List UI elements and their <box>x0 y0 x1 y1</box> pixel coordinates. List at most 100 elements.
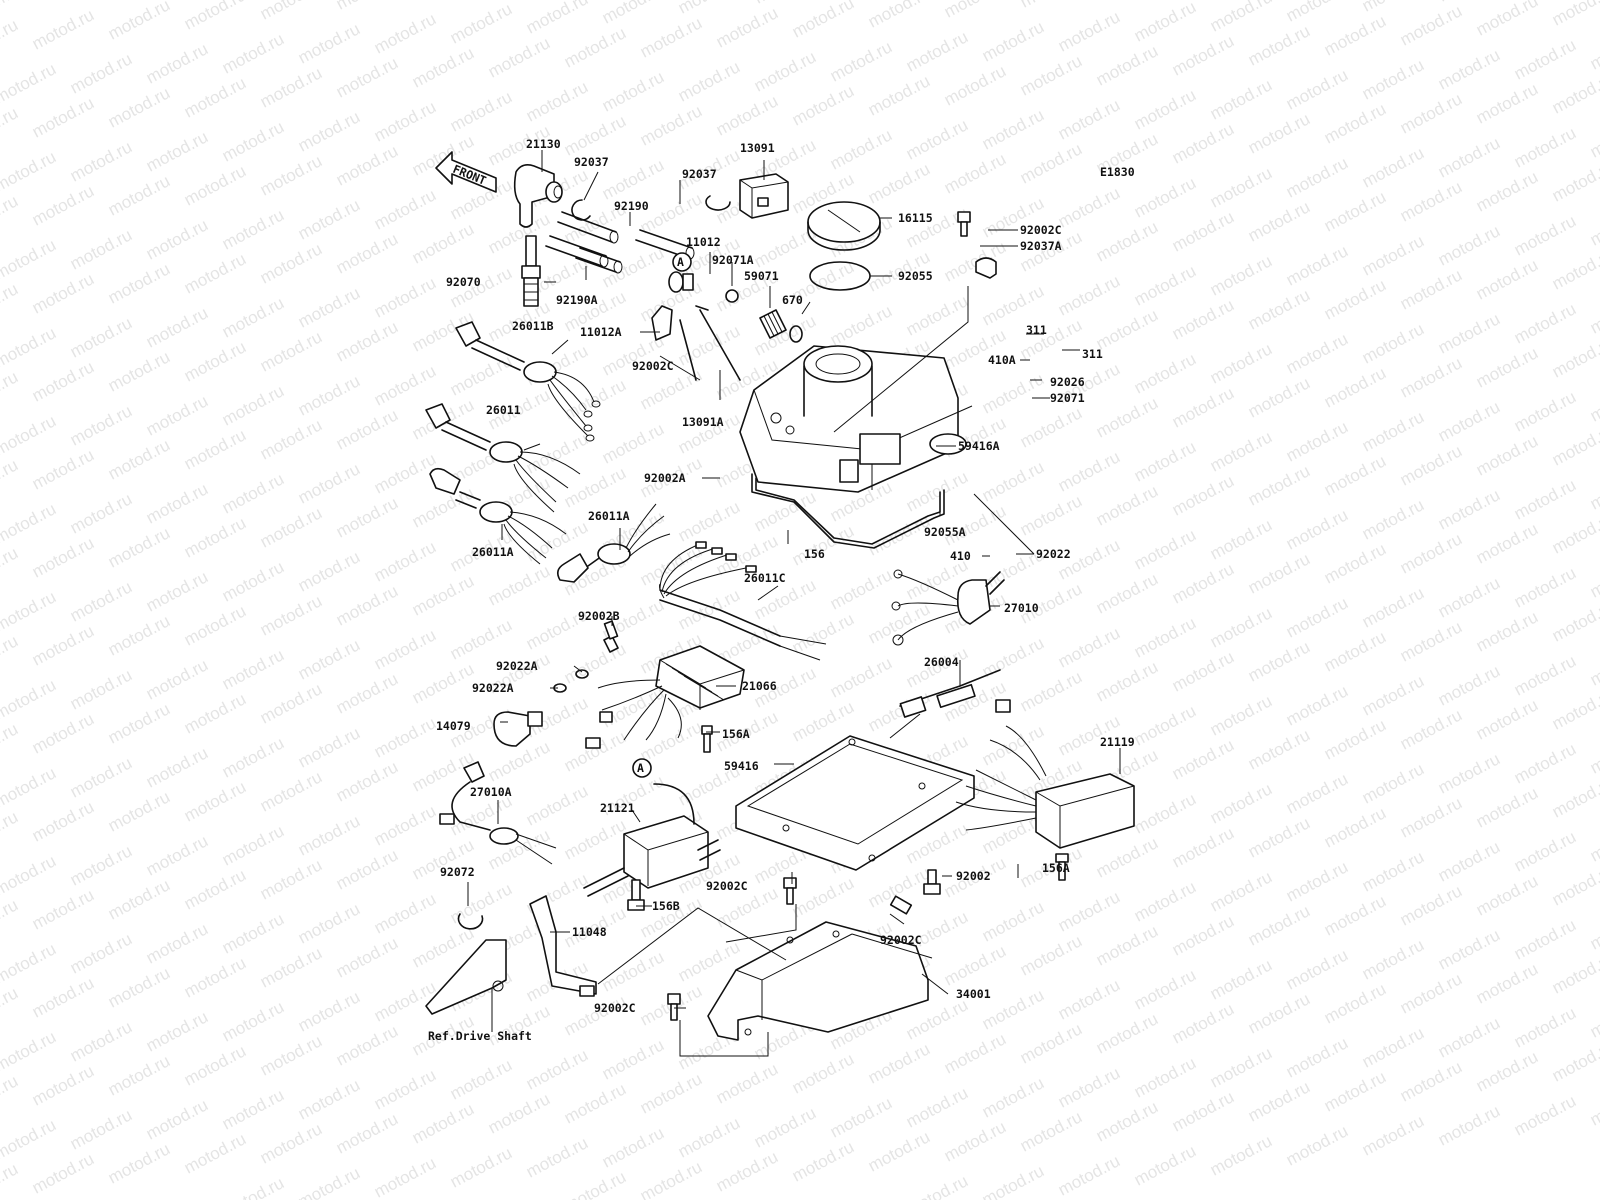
part-label: 670 <box>782 293 803 307</box>
part-label: 92022 <box>1036 547 1071 561</box>
part-label: 11048 <box>572 925 607 939</box>
part-label: 156 <box>804 547 825 561</box>
bolt-156a-right-icon <box>1055 853 1069 881</box>
tube-icon <box>545 211 695 274</box>
grommet-icon <box>668 271 739 303</box>
part-label: 13091A <box>682 415 724 429</box>
bolt-156a-icon <box>701 725 713 753</box>
part-label: 26004 <box>924 655 959 669</box>
part-label: 311 <box>1082 347 1103 361</box>
bolt-92002-icon <box>923 869 941 895</box>
part-label: 156A <box>1042 861 1070 875</box>
part-label: 16115 <box>898 211 933 225</box>
retaining-ring-icon <box>571 199 591 221</box>
part-labels: 21130 92037 92037 13091 92190 11012 1611… <box>428 137 1135 1043</box>
drive-shaft-bracket-icon <box>425 939 507 1015</box>
ref-drive-shaft-label: Ref.Drive Shaft <box>428 1029 532 1043</box>
part-label: 92002C <box>632 359 674 373</box>
filler-cap-icon <box>807 201 881 251</box>
part-label: 92022A <box>496 659 538 673</box>
part-label: 59416A <box>958 439 1000 453</box>
regulator-21066-icon <box>585 645 745 749</box>
part-label: 13091 <box>740 141 775 155</box>
sender-27010-icon <box>891 569 1005 646</box>
part-label: 410A <box>988 353 1016 367</box>
clip-icon <box>705 195 731 211</box>
bolt-92002c-lower-icon <box>667 877 913 1021</box>
part-label: 14079 <box>436 719 471 733</box>
part-label: 26011 <box>486 403 521 417</box>
part-label: 92022A <box>472 681 514 695</box>
part-label: 26011C <box>744 571 786 585</box>
part-label: 92071 <box>1050 391 1085 405</box>
front-label: FRONT <box>451 162 488 188</box>
front-arrow-icon: FRONT <box>435 151 497 193</box>
fitting-icon <box>759 309 803 343</box>
bolt-156b-icon <box>627 879 645 911</box>
callout-a-top: A <box>672 252 692 272</box>
part-label: 27010 <box>1004 601 1039 615</box>
electrical-case-icon <box>739 345 973 493</box>
ecu-21119-icon <box>955 699 1135 849</box>
part-label: 21119 <box>1100 735 1135 749</box>
leader-lines <box>467 150 1121 1057</box>
callout-a-bottom: A <box>632 758 652 778</box>
gasket-59416-icon <box>735 735 975 871</box>
o-ring-icon <box>809 261 871 291</box>
part-label: 92190A <box>556 293 598 307</box>
sensor-26011a-icon <box>429 467 567 565</box>
svg-text:A: A <box>677 255 684 269</box>
bracket-34001-icon <box>707 921 933 1041</box>
part-label: 92002C <box>1020 223 1062 237</box>
part-label: 92070 <box>446 275 481 289</box>
part-label: 92037 <box>574 155 609 169</box>
sensor-26011b-icon <box>455 321 601 442</box>
ignition-coil-cap-icon <box>513 164 563 228</box>
part-label: 92071A <box>712 253 754 267</box>
switch-14079-icon <box>493 711 543 747</box>
svg-text:A: A <box>637 761 644 775</box>
part-label: 92002A <box>644 471 686 485</box>
part-label: 92055 <box>898 269 933 283</box>
harness-26011c-icon <box>659 541 827 661</box>
part-label: 92002C <box>880 933 922 947</box>
part-label: 156A <box>722 727 750 741</box>
part-label: 92037A <box>1020 239 1062 253</box>
part-label: 11012 <box>686 235 721 249</box>
switch-27010a-icon <box>439 761 557 865</box>
part-label: 92002C <box>706 879 748 893</box>
part-label: 156B <box>652 899 680 913</box>
part-label: 26011A <box>472 545 514 559</box>
part-label: 26011B <box>512 319 554 333</box>
connector-block-icon <box>739 173 789 219</box>
part-label: 92037 <box>682 167 717 181</box>
part-label: 21121 <box>600 801 635 815</box>
part-label: 26011A <box>588 509 630 523</box>
part-label: 21066 <box>742 679 777 693</box>
part-label: 92190 <box>614 199 649 213</box>
part-label: 92002C <box>594 1001 636 1015</box>
part-label: 410 <box>950 549 971 563</box>
bracket-11048-icon <box>529 895 597 997</box>
sensor-26011-icon <box>425 403 581 513</box>
bolt-icon <box>957 211 971 237</box>
part-label: 92002B <box>578 609 620 623</box>
bolt-92002b-icon <box>603 620 619 653</box>
part-label: 59416 <box>724 759 759 773</box>
ignition-coil-21121-icon <box>583 783 721 897</box>
part-label: 92002 <box>956 869 991 883</box>
part-label: 27010A <box>470 785 512 799</box>
spark-plug-icon <box>521 235 541 307</box>
part-label: 92026 <box>1050 375 1085 389</box>
diagram-code: E1830 <box>1100 165 1135 179</box>
part-label: 92072 <box>440 865 475 879</box>
clip-92072-icon <box>457 913 484 930</box>
part-label: 311 <box>1026 323 1047 337</box>
part-label: 11012A <box>580 325 622 339</box>
sensor-26011a-2-icon <box>556 503 671 583</box>
resistor-26004-icon <box>889 669 1001 739</box>
washer-icon <box>553 669 589 693</box>
part-label: 92055A <box>924 525 966 539</box>
